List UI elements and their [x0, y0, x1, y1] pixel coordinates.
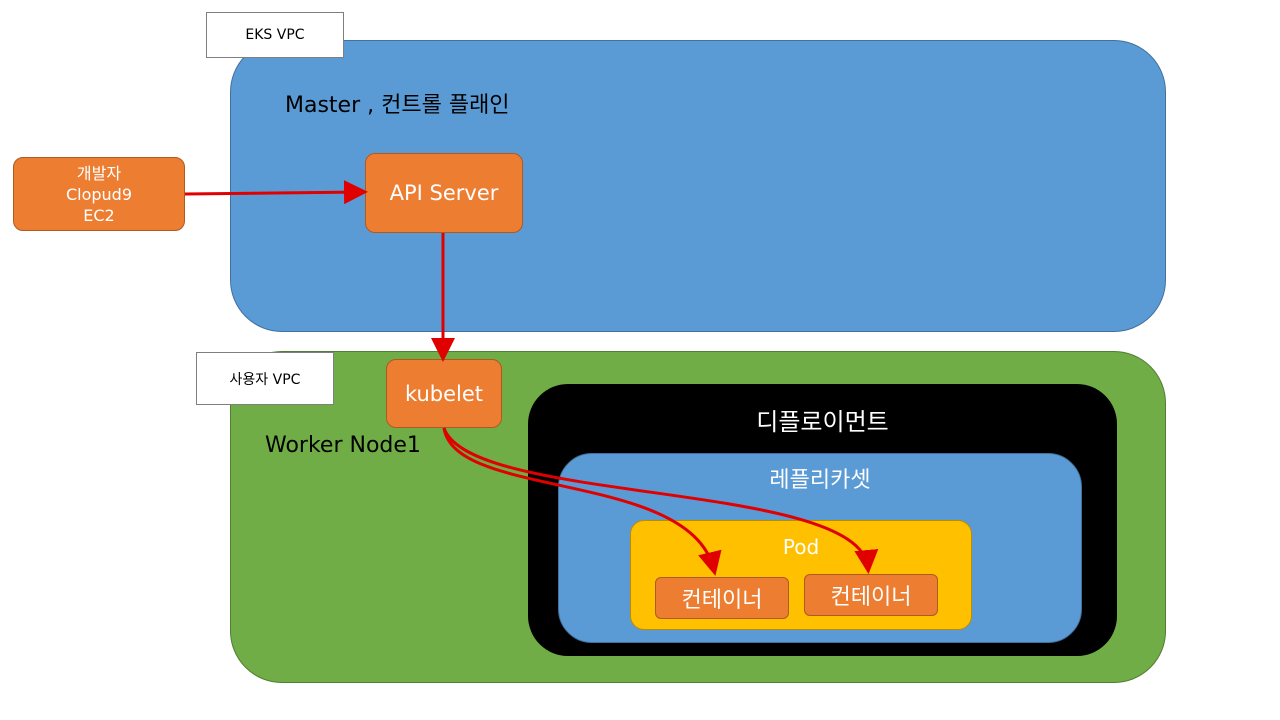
container-box: 컨테이너	[655, 577, 789, 619]
user-vpc-label: 사용자 VPC	[196, 352, 334, 405]
kubelet-to-container-1-arrow	[442, 427, 722, 576]
worker-node-title: Worker Node1	[265, 433, 421, 458]
container-box: 컨테이너	[804, 574, 938, 616]
eks-vpc-label: EKS VPC	[206, 12, 344, 58]
deployment-title: 디플로이먼트	[756, 408, 889, 436]
replicaset-title: 레플리카셋	[769, 468, 871, 493]
developer-box: 개발자 Clopud9 EC2	[13, 157, 185, 231]
kubelet-to-container-2-arrow	[442, 427, 879, 574]
developer-instance-label: EC2	[83, 205, 115, 225]
pod-title: Pod	[782, 535, 820, 559]
kubelet-box: kubelet	[386, 359, 502, 428]
master-control-plane-title: Master , 컨트롤 플래인	[285, 93, 510, 118]
developer-to-api-arrow	[184, 180, 368, 205]
developer-label: 개발자	[76, 163, 122, 183]
developer-tool-label: Clopud9	[65, 184, 133, 204]
